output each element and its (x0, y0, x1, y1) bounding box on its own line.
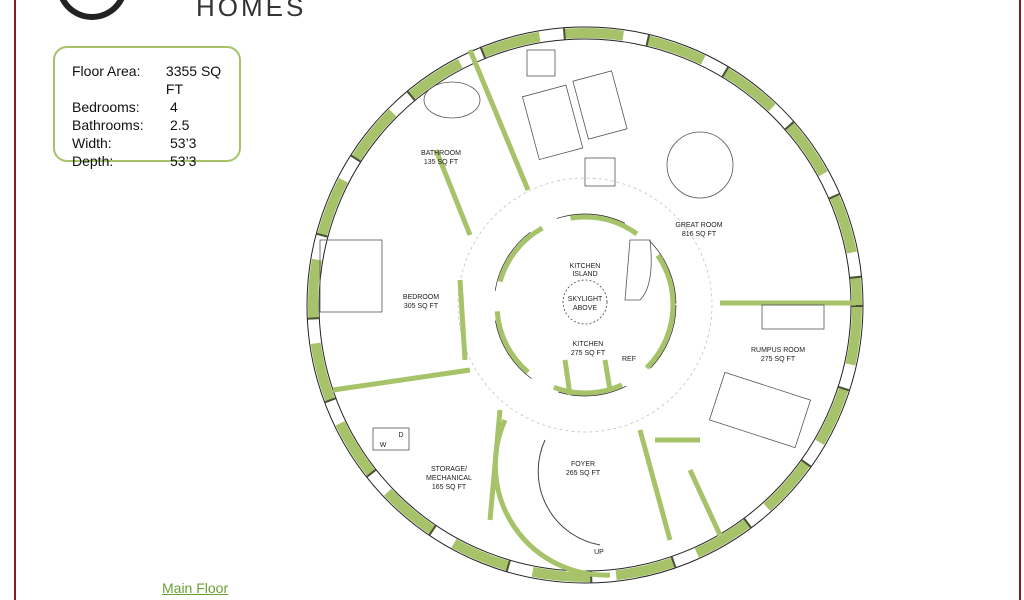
bedroom-area: 305 SQ FT (404, 303, 439, 310)
stair-inner-rail (537, 439, 601, 546)
dining-table (666, 131, 734, 199)
page-frame-left (14, 0, 16, 600)
kitchen-label: KITCHEN (573, 341, 604, 348)
rumpus-room-label: RUMPUS ROOM (751, 347, 805, 354)
spec-key: Width: (72, 135, 112, 151)
spec-value: 53’3 (170, 153, 197, 169)
washer-label: W (380, 442, 387, 449)
storage-label: STORAGE/ (431, 466, 467, 473)
kitchen-ring-outline (493, 213, 677, 397)
bathroom-label: BATHROOM (421, 150, 461, 157)
armchair (584, 157, 616, 187)
kitchen-ring-wall (494, 214, 676, 396)
spec-row: Depth: 53’3 (72, 152, 239, 170)
armchair (526, 49, 556, 77)
storage-area: 165 SQ FT (432, 484, 467, 491)
spec-value: 53’3 (170, 135, 197, 151)
storage-label-line2: MECHANICAL (426, 475, 472, 482)
sofa (521, 84, 584, 161)
page-frame-right (1019, 0, 1021, 600)
great-room-label: GREAT ROOM (675, 222, 722, 229)
rumpus-room-area: 275 SQ FT (761, 356, 796, 363)
spec-value: 2.5 (170, 117, 190, 133)
stair-up-label: UP (594, 549, 604, 556)
kitchen-area: 275 SQ FT (571, 350, 606, 357)
skylight-circle (562, 279, 608, 325)
spec-value: 4 (170, 99, 178, 115)
refrigerator-label: REF (622, 356, 636, 363)
brand-name: HOMES (196, 0, 307, 22)
spec-value: 3355 SQ FT (165, 63, 222, 97)
skylight-label-line2: ABOVE (573, 305, 597, 312)
spec-key: Bathrooms: (72, 117, 144, 133)
pool-table (708, 371, 812, 449)
spec-row: Bathrooms: 2.5 (72, 116, 239, 134)
bathroom-area: 135 SQ FT (424, 159, 459, 166)
spec-key: Depth: (72, 153, 114, 169)
bathtub (423, 81, 481, 119)
spec-row: Bedrooms: 4 (72, 98, 239, 116)
bed (319, 239, 383, 313)
outer-wall-outer-line (306, 26, 864, 584)
foyer-label: FOYER (571, 461, 595, 468)
outer-wall-posts (307, 27, 863, 583)
floor-caption: Main Floor (162, 580, 229, 596)
specs-box: Floor Area: 3355 SQ FT Bedrooms: 4 Bathroo… (53, 46, 241, 169)
spec-row: Floor Area: 3355 SQ FT (72, 62, 239, 98)
kitchen-island-label-line2: ISLAND (572, 271, 597, 278)
coffee-table (572, 70, 628, 140)
skylight-label: SKYLIGHT (568, 296, 603, 303)
rumpus-sofa (761, 304, 825, 330)
bedroom-label: BEDROOM (403, 294, 439, 301)
spec-key: Bedrooms: (72, 99, 140, 115)
spec-row: Width: 53’3 (72, 134, 239, 152)
stair-outer-wall (492, 418, 611, 578)
ceiling-line (457, 177, 713, 433)
spec-key: Floor Area: (72, 63, 141, 79)
foyer-area: 265 SQ FT (566, 470, 601, 477)
great-room-area: 816 SQ FT (682, 231, 717, 238)
kitchen-island-label: KITCHEN (570, 263, 601, 270)
dryer-label: D (398, 432, 403, 439)
kitchen-counter (624, 239, 652, 301)
laundry-units (372, 427, 410, 451)
